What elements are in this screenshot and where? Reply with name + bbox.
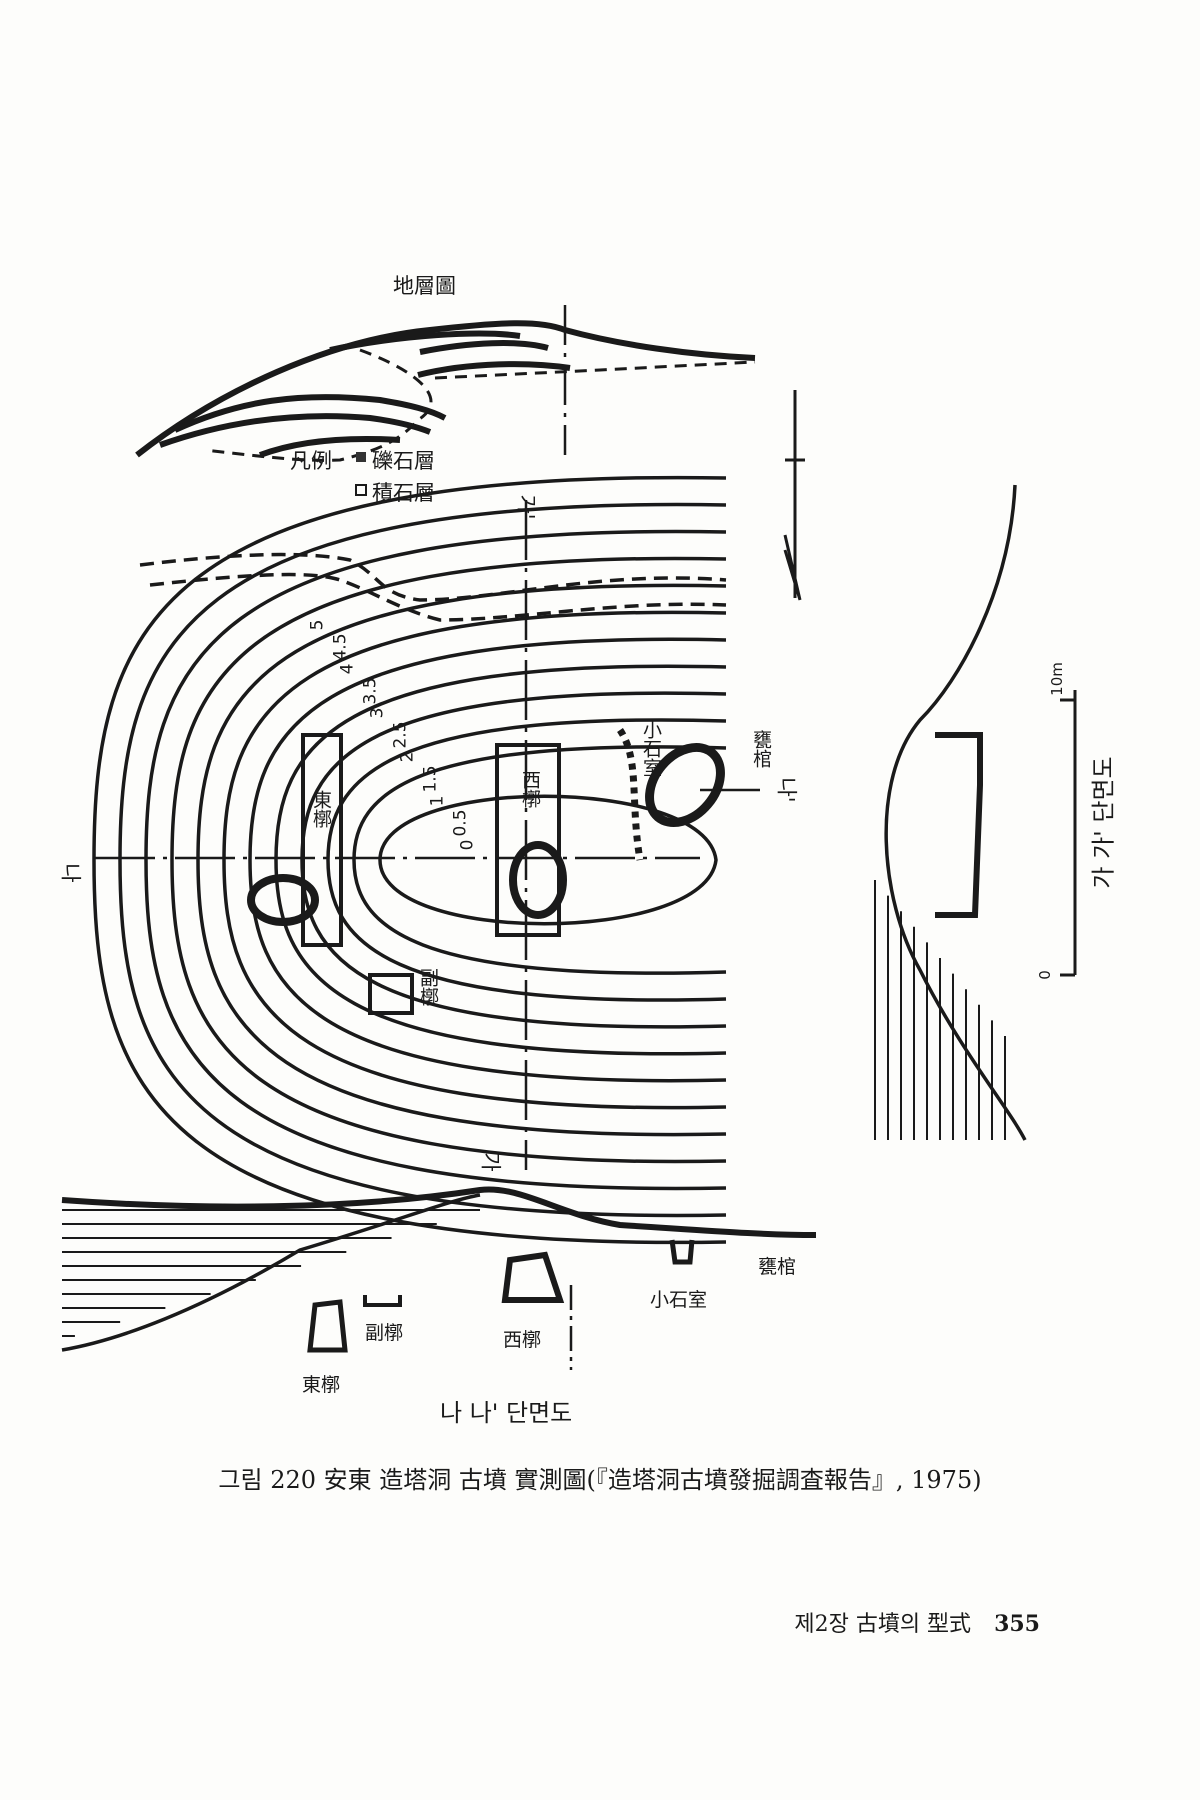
legend-item-stone: 積石層 [372, 481, 435, 505]
contour-lines [92, 475, 727, 1245]
contour-line [378, 794, 718, 926]
contour-label: 4.5 [330, 633, 351, 661]
marker-ga-prime: 가' [514, 494, 539, 520]
marker-na-prime: 나' [774, 777, 799, 803]
section-na-profile [61, 1186, 817, 1370]
legend-item-gravel: 礫石層 [372, 449, 435, 473]
marker-ga: 가 [478, 1152, 503, 1172]
legend-filled-square [356, 452, 366, 462]
marker-na: 나 [58, 863, 83, 883]
scale-10m: 10m [1047, 662, 1066, 696]
contour-label: 1.5 [420, 765, 441, 793]
page-number: 355 [994, 1611, 1040, 1637]
section-ga-profile [783, 390, 1077, 1141]
section-label-east: 東槨 [302, 1374, 341, 1396]
contour-line [274, 664, 727, 1056]
contour-label: 5 [307, 619, 328, 631]
section-label-sub: 副槨 [365, 1322, 404, 1344]
contour-line [118, 502, 727, 1218]
contour-line [196, 583, 727, 1137]
contour-label: 0 [457, 839, 478, 851]
section-label-jar-coffin: 甕棺 [758, 1256, 797, 1278]
contour-line [222, 610, 727, 1110]
contour-label: 2 [397, 751, 418, 763]
feature-west: 西槨 [519, 770, 541, 808]
legend-empty-square [355, 484, 367, 496]
figure-caption: 그림 220 安東 造塔洞 古墳 實測圖(『造塔洞古墳發掘調査報告』, 1975… [218, 1466, 982, 1494]
section-label-west: 西槨 [503, 1329, 542, 1351]
chapter-title: 제2장 古墳의 型式 [794, 1612, 972, 1637]
legend-title: 凡例 [290, 449, 332, 473]
contour-line [326, 718, 727, 1002]
feature-small-stone: 小石室 [640, 720, 662, 777]
feature-jar-coffin: 甕棺 [750, 730, 772, 768]
section-label-small-stone: 小石室 [650, 1289, 708, 1311]
strata-title: 地層圖 [393, 274, 456, 298]
contour-label: 3.5 [360, 677, 381, 705]
contour-label: 1 [427, 795, 448, 807]
running-footer: 제2장 古墳의 型式 355 [794, 1606, 1040, 1638]
strata-section [135, 305, 756, 462]
contour-line [92, 475, 727, 1245]
contour-label: 0.5 [450, 809, 471, 837]
scale-0: 0 [1035, 970, 1054, 980]
burial-structures [247, 728, 725, 1015]
section-ga-title: 가 가' 단면도 [1089, 756, 1118, 889]
feature-sub: 副槨 [417, 968, 439, 1006]
contour-line [170, 556, 727, 1164]
contour-label: 4 [337, 663, 358, 675]
contour-label: 2.5 [390, 721, 411, 749]
section-na-title: 나 나' 단면도 [440, 1399, 573, 1427]
contour-line [144, 529, 727, 1191]
contour-label: 3 [367, 707, 388, 719]
contour-line [248, 637, 727, 1083]
feature-east: 東槨 [310, 790, 332, 828]
